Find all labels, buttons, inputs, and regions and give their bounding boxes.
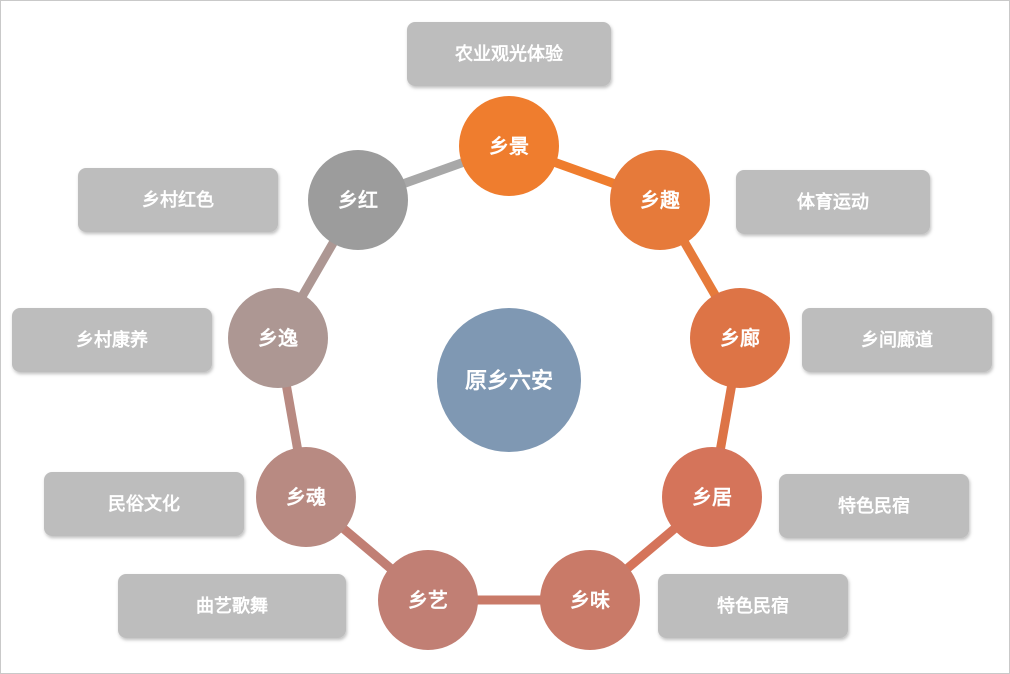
ring-node-circle [610, 150, 710, 250]
ring-node-circle [690, 288, 790, 388]
ring-node-xianghun: 乡魂 [256, 447, 356, 547]
label-box-xiangqu: 体育运动 [736, 170, 930, 234]
label-box-xiangwei: 特色民宿 [658, 574, 848, 638]
ring-node-label: 乡艺 [408, 588, 448, 612]
label-box-text: 体育运动 [797, 191, 869, 213]
label-box-background [407, 22, 611, 86]
ring-node-circle [459, 96, 559, 196]
ring-node-xiangwei: 乡味 [540, 550, 640, 650]
label-box-xianglang: 乡间廊道 [802, 308, 992, 372]
ring-node-circle [662, 447, 762, 547]
center-label: 原乡六安 [465, 368, 553, 394]
label-box-text: 民俗文化 [108, 493, 180, 515]
ring-node-xiangyi: 乡逸 [228, 288, 328, 388]
label-box-background [12, 308, 212, 372]
ring-node-circle [308, 150, 408, 250]
label-box-background [78, 168, 278, 232]
ring-node-circle [228, 288, 328, 388]
ring-node-xianglang: 乡廊 [690, 288, 790, 388]
ring-node-label: 乡景 [489, 134, 529, 158]
label-box-text: 农业观光体验 [454, 43, 564, 65]
ring-node-xiangju: 乡居 [662, 447, 762, 547]
label-box-xianghun: 民俗文化 [44, 472, 244, 536]
ring-node-xiangjing: 乡景 [459, 96, 559, 196]
label-box-background [779, 474, 969, 538]
center-node: 原乡六安 [437, 308, 581, 452]
ring-node-xiangqu: 乡趣 [610, 150, 710, 250]
label-box-xiangjing: 农业观光体验 [407, 22, 611, 86]
ring-node-circle [378, 550, 478, 650]
label-box-background [736, 170, 930, 234]
label-box-text: 特色民宿 [838, 495, 910, 517]
label-box-text: 特色民宿 [717, 595, 789, 617]
label-box-background [658, 574, 848, 638]
label-box-xiangyi: 乡村康养 [12, 308, 212, 372]
ring-node-circle [540, 550, 640, 650]
ring-node-label: 乡趣 [640, 188, 681, 212]
ring-node-circle [256, 447, 356, 547]
ring-node-label: 乡逸 [258, 326, 298, 350]
ring-node-xiangyi-art: 乡艺 [378, 550, 478, 650]
label-box-xiangju: 特色民宿 [779, 474, 969, 538]
label-box-background [118, 574, 346, 638]
ring-node-label: 乡魂 [286, 485, 326, 509]
label-box-xiangyi-art: 曲艺歌舞 [118, 574, 346, 638]
label-box-text: 乡村康养 [76, 329, 149, 351]
ring-node-xianghong: 乡红 [308, 150, 408, 250]
ring-node-label: 乡红 [338, 188, 378, 212]
ring-node-label: 乡廊 [720, 326, 760, 350]
ring-node-label: 乡居 [692, 485, 732, 509]
label-box-background [802, 308, 992, 372]
label-box-text: 乡间廊道 [861, 329, 933, 351]
label-box-xianghong: 乡村红色 [78, 168, 278, 232]
label-box-text: 乡村红色 [142, 189, 214, 211]
label-box-background [44, 472, 244, 536]
label-box-text: 曲艺歌舞 [196, 595, 268, 617]
ring-node-label: 乡味 [570, 588, 610, 612]
